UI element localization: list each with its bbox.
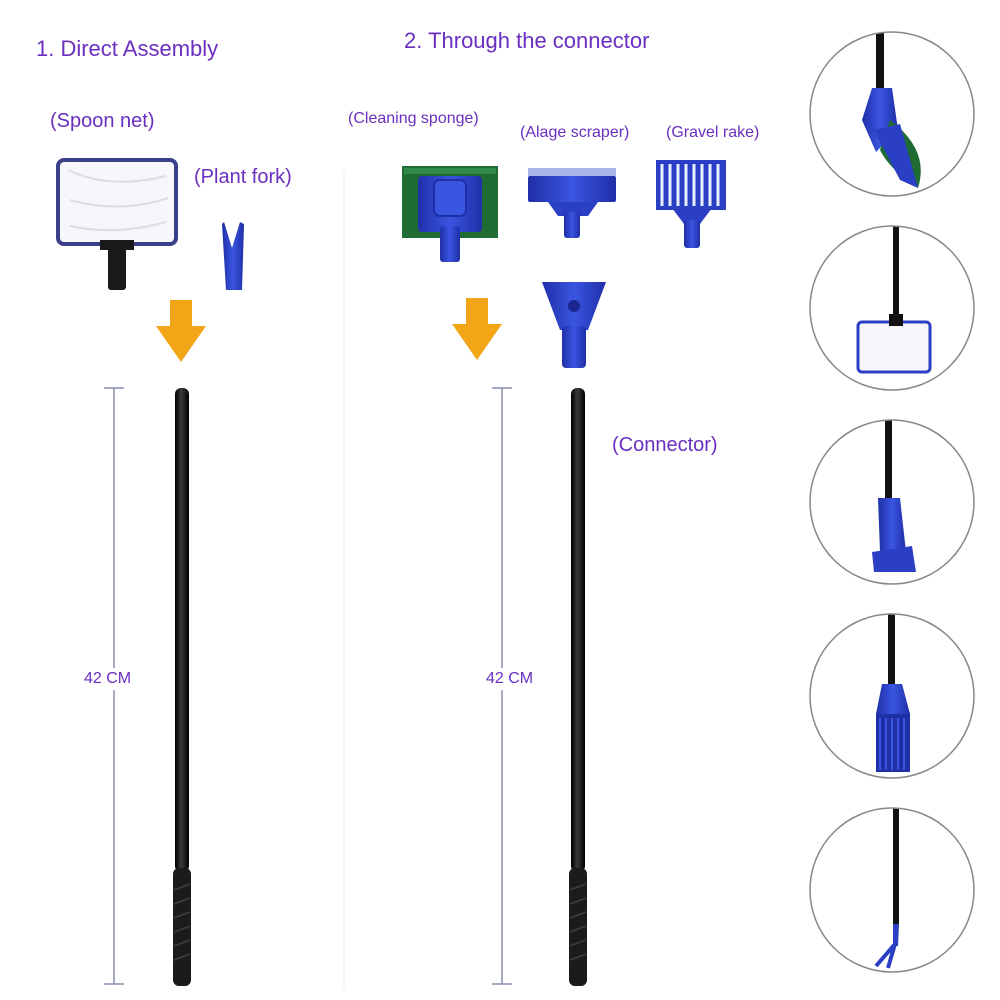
- algae-scraper-label: (Alage scraper): [520, 124, 630, 141]
- cleaning-sponge-label: (Cleaning sponge): [348, 110, 479, 127]
- algae-scraper-image: [528, 168, 616, 238]
- direct-assembly-title: 1. Direct Assembly: [36, 36, 219, 61]
- spoon-net-image: [56, 158, 178, 290]
- preview-circle-sponge: [809, 31, 975, 197]
- down-arrow-icon: [156, 300, 206, 362]
- handle-rod-right: [569, 388, 587, 986]
- plant-fork-image: [222, 222, 244, 290]
- through-connector-title: 2. Through the connector: [404, 28, 650, 53]
- preview-circle-fork: [809, 807, 975, 973]
- gravel-rake-label: (Gravel rake): [666, 124, 760, 141]
- handle-rod-left: [173, 388, 191, 986]
- cleaning-sponge-image: [402, 166, 498, 262]
- spoon-net-label: (Spoon net): [50, 110, 155, 132]
- plant-fork-label: (Plant fork): [194, 166, 292, 188]
- preview-circle-scraper: [809, 419, 975, 585]
- length-label-direct: 42 CM: [84, 668, 132, 690]
- length-label-connector: 42 CM: [486, 668, 534, 690]
- down-arrow-icon: [452, 298, 502, 360]
- preview-circle-rake: [809, 613, 975, 779]
- preview-circle-net: [809, 225, 975, 391]
- connector-label: (Connector): [612, 434, 718, 456]
- gravel-rake-image: [656, 160, 726, 248]
- connector-image: [542, 282, 606, 368]
